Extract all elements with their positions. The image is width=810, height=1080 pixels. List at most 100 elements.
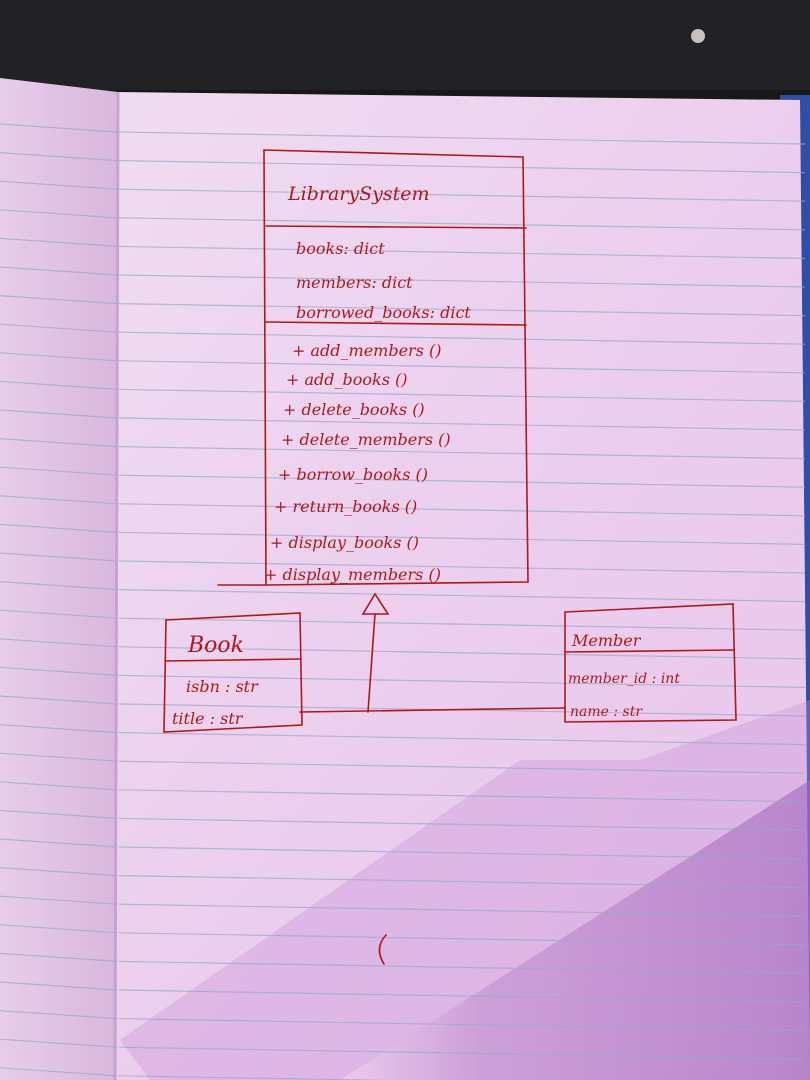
rule-line [0, 237, 118, 247]
rule-line [118, 732, 806, 746]
rule-line [118, 131, 806, 145]
library-system-method-8: + display_members () [264, 565, 441, 584]
rule-line [0, 752, 118, 762]
rule-line [0, 209, 118, 219]
rule-line [0, 352, 118, 362]
library-system-method-4: + delete_members () [281, 430, 451, 449]
generalization-stem [367, 613, 376, 713]
rule-line [0, 981, 118, 991]
rule-line [118, 589, 806, 603]
ruled-lines [0, 123, 806, 1080]
rule-line [118, 1075, 394, 1080]
library-system-name: LibrarySystem [287, 183, 429, 205]
class-library-system: LibrarySystem books: dict members: dict … [263, 149, 529, 586]
pen-mark [378, 934, 387, 965]
rule-line [118, 531, 806, 545]
rule-line [0, 895, 118, 905]
member-attribute-1: member_id : int [568, 671, 680, 687]
rule-line [0, 466, 118, 476]
rule-line [118, 1046, 806, 1060]
class-book: Book isbn : str title : str [163, 612, 303, 733]
rule-line [0, 581, 118, 591]
rule-line [118, 960, 806, 974]
rule-line [0, 638, 118, 648]
rule-line [0, 952, 118, 962]
rule-line [118, 160, 806, 174]
library-system-attribute-3: borrowed_books: dict [296, 303, 471, 322]
rule-line [0, 123, 118, 133]
rule-line [118, 760, 806, 774]
library-system-attr-divider [265, 321, 527, 326]
notebook [0, 78, 810, 1080]
rule-line [0, 295, 118, 305]
rule-line [0, 552, 118, 562]
rule-line [0, 724, 118, 734]
rule-line [118, 875, 806, 889]
rule-line [0, 924, 118, 934]
right-page [115, 92, 810, 1080]
library-system-method-5: + borrow_books () [278, 465, 428, 484]
rule-line [0, 266, 118, 276]
member-attribute-2: name : str [570, 704, 643, 720]
rule-line [0, 838, 118, 848]
rule-line [118, 274, 806, 288]
rule-line [0, 152, 118, 162]
rule-line [0, 523, 118, 533]
library-system-box [263, 149, 529, 586]
rule-line [0, 1038, 118, 1048]
rule-line [118, 846, 806, 860]
rule-line [0, 781, 118, 791]
rule-line [0, 666, 118, 676]
book-attribute-2: title : str [172, 709, 244, 728]
rule-line [118, 331, 806, 345]
library-system-method-1: + add_members () [292, 341, 441, 360]
rule-line [0, 495, 118, 505]
rule-line [118, 932, 806, 946]
book-attribute-1: isbn : str [186, 677, 259, 696]
member-name-divider [564, 649, 734, 653]
library-system-attribute-1: books: dict [296, 239, 385, 258]
rule-line [118, 188, 806, 202]
generalization-horizontal-line [299, 707, 566, 713]
rule-line [118, 817, 806, 831]
rule-line [118, 503, 806, 517]
rule-line [0, 695, 118, 705]
light-speck [691, 29, 705, 43]
rule-line [118, 1018, 806, 1032]
library-system-method-7: + display_books () [270, 533, 419, 552]
rule-line [118, 674, 806, 688]
rule-line [0, 1010, 118, 1020]
top-dark-area [0, 0, 810, 90]
notebook-spine [113, 91, 120, 1080]
rule-line [118, 617, 806, 631]
rule-line [118, 446, 806, 460]
rule-line [0, 409, 118, 419]
rule-line [0, 323, 118, 333]
rule-line [0, 609, 118, 619]
rule-line [118, 903, 806, 917]
rule-line [0, 438, 118, 448]
rule-line [118, 989, 806, 1003]
member-name: Member [571, 631, 642, 650]
member-box [564, 603, 737, 723]
rule-line [0, 180, 118, 190]
rule-line [0, 1067, 118, 1077]
rule-line [118, 217, 806, 231]
rule-line [118, 388, 806, 402]
library-system-method-6: + return_books () [274, 497, 417, 516]
rule-line [118, 474, 806, 488]
library-system-method-2: + add_books () [286, 370, 408, 389]
rule-line [118, 360, 806, 374]
shadow-band-soft [120, 700, 810, 1080]
library-system-attribute-2: members: dict [296, 273, 413, 292]
left-page [0, 78, 118, 1080]
class-member: Member member_id : int name : str [564, 603, 737, 723]
library-system-method-3: + delete_books () [283, 400, 425, 419]
book-box [163, 612, 303, 733]
book-name-divider [165, 658, 301, 662]
rule-line [118, 789, 806, 803]
library-system-name-divider [265, 225, 527, 229]
rule-line [118, 560, 806, 574]
generalization-connector [217, 584, 566, 713]
rule-line [118, 303, 806, 317]
